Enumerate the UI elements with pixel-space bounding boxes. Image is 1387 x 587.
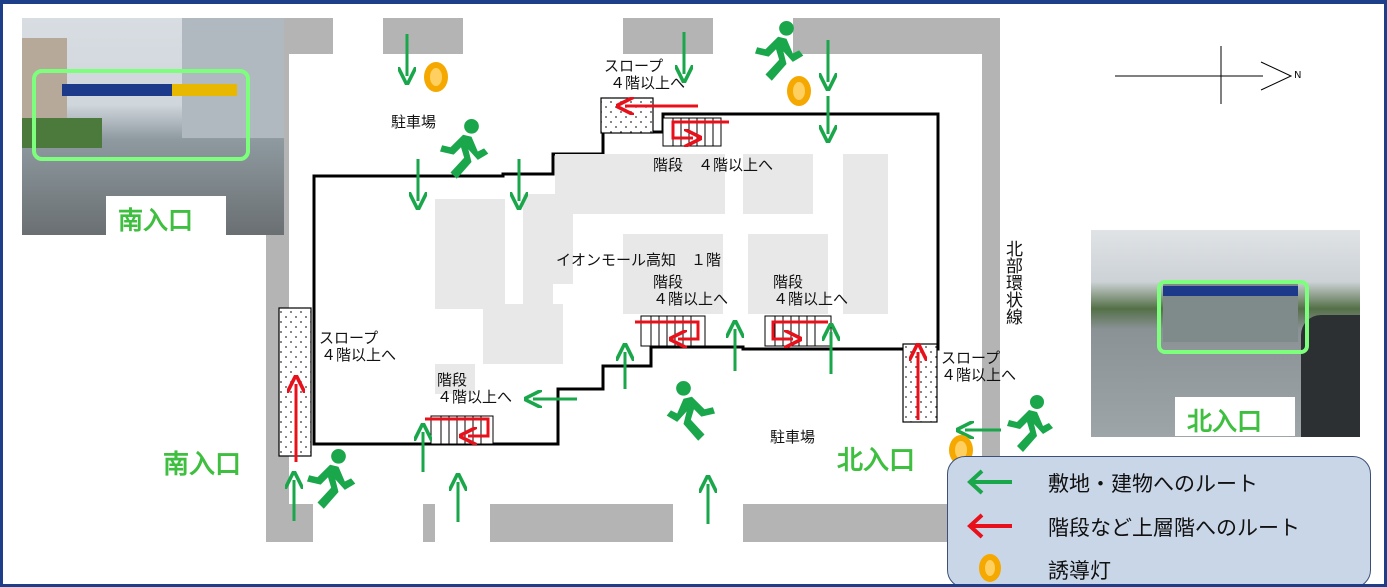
north-photo-caption: 北入口 bbox=[1187, 407, 1263, 436]
south-entrance-label: 南入口 bbox=[163, 450, 242, 480]
north-entrance-label: 北入口 bbox=[837, 446, 916, 476]
parking-label-south: 駐車場 bbox=[770, 428, 816, 446]
red-arrow-icon bbox=[967, 513, 1012, 539]
floor-title: イオンモール高知 １階 bbox=[556, 251, 722, 269]
slope-label-top: スロープ ４階以上へ bbox=[604, 57, 686, 92]
north-entrance-photo: 北入口 bbox=[1091, 230, 1360, 437]
legend-label-site-route: 敷地・建物へのルート bbox=[1048, 472, 1258, 496]
legend-label-guide-light: 誘導灯 bbox=[1048, 559, 1111, 583]
stairs-label-top: 階段 ４階以上へ bbox=[653, 156, 774, 174]
slope-east bbox=[902, 343, 938, 423]
green-arrow-icon bbox=[967, 469, 1012, 495]
stairs-label-east: 階段 ４階以上へ bbox=[773, 273, 849, 308]
slope-label-west: スロープ ４階以上へ bbox=[319, 329, 397, 364]
site-routes bbox=[294, 32, 1001, 524]
slope-label-east: スロープ ４階以上へ bbox=[941, 349, 1017, 384]
compass-icon bbox=[1115, 46, 1293, 104]
legend-icons bbox=[967, 469, 1012, 582]
legend-box: 敷地・建物へのルート 階段など上層階へのルート 誘導灯 bbox=[947, 456, 1371, 584]
parking-label-north: 駐車場 bbox=[391, 113, 437, 131]
south-entrance-photo: 南入口 bbox=[22, 18, 284, 235]
upper-floor-routes bbox=[296, 106, 918, 462]
stairs-label-southwest: 階段 ４階以上へ bbox=[437, 371, 513, 406]
slope-top bbox=[600, 97, 654, 134]
south-photo-caption: 南入口 bbox=[118, 206, 194, 235]
road-name: 北部環状線 bbox=[1002, 240, 1022, 325]
stairs-label-center: 階段 ４階以上へ bbox=[653, 273, 729, 308]
compass-label: N bbox=[1294, 70, 1302, 81]
guide-light-icon bbox=[979, 554, 1001, 582]
floor-map bbox=[266, 18, 1293, 542]
guide-light-icon bbox=[424, 62, 973, 465]
legend-label-upper-route: 階段など上層階へのルート bbox=[1048, 516, 1300, 540]
